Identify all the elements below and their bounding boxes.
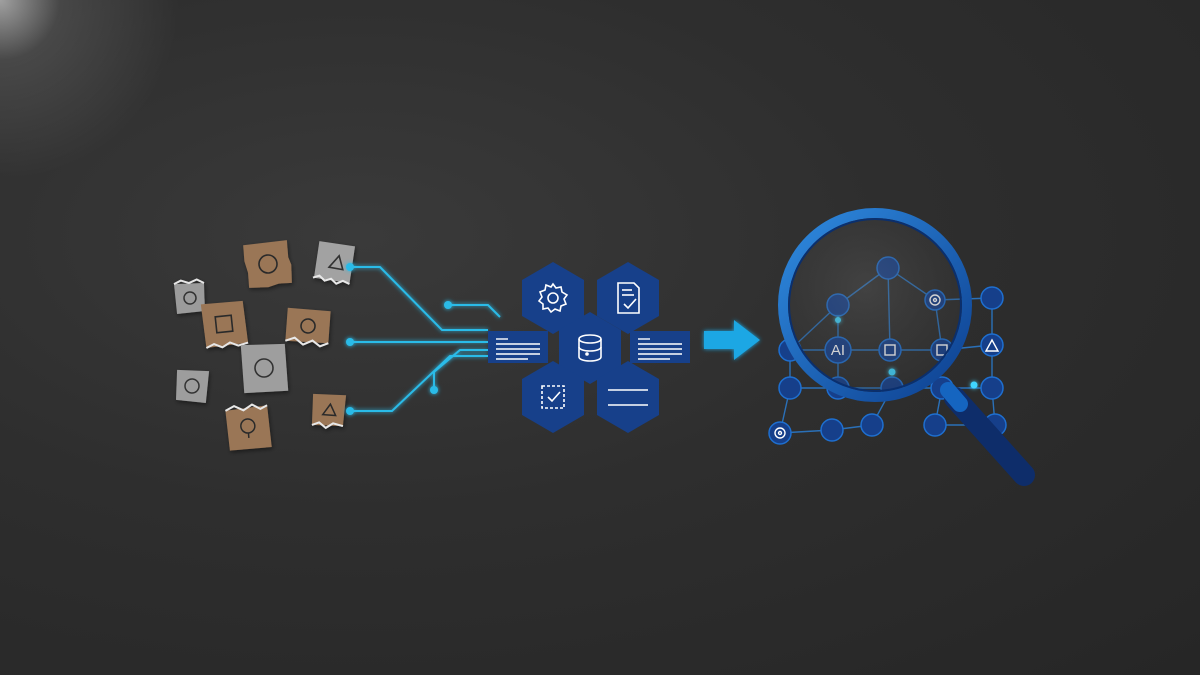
text-panel-left bbox=[488, 331, 548, 363]
hex-database bbox=[559, 312, 621, 384]
triangle-icon bbox=[984, 338, 1000, 352]
magnifier-neck bbox=[940, 382, 968, 412]
scrap-gray-triangle-1 bbox=[312, 241, 356, 285]
hex-document bbox=[597, 262, 659, 334]
scrap-brown-circle-2 bbox=[285, 307, 331, 348]
highlight-dot bbox=[970, 381, 978, 389]
magnifier-ring-inner bbox=[788, 218, 962, 392]
scrap-gray-circle-2 bbox=[240, 343, 289, 394]
graph-node bbox=[923, 413, 947, 437]
gear-icon bbox=[537, 282, 569, 314]
circuit-dot bbox=[346, 263, 354, 271]
checkbox-icon bbox=[541, 385, 565, 409]
document-check-icon bbox=[617, 282, 640, 314]
hex-lines bbox=[597, 361, 659, 433]
scrap-brown-triangle bbox=[311, 393, 347, 430]
arrow-right-icon bbox=[704, 320, 760, 360]
graph-node bbox=[980, 286, 1004, 310]
text-lines-icon bbox=[638, 338, 682, 360]
magnifier-ring bbox=[778, 208, 972, 402]
circuit-line-1 bbox=[350, 266, 488, 331]
scrap-gray-circle-3 bbox=[175, 369, 210, 404]
circuit-line-5 bbox=[350, 355, 488, 412]
circuit-lines bbox=[350, 266, 501, 412]
scrap-brown-bulb bbox=[224, 403, 272, 451]
text-panel-right bbox=[630, 331, 690, 363]
scrap-brown-circle-1 bbox=[243, 240, 292, 288]
magnifier-lens bbox=[785, 215, 965, 395]
scrap-brown-square bbox=[200, 300, 249, 349]
database-icon bbox=[578, 334, 602, 362]
circuit-dot bbox=[430, 386, 438, 394]
scrap-gray-circle-1 bbox=[173, 278, 205, 314]
circuit-line-2 bbox=[448, 304, 501, 318]
graph-node bbox=[820, 418, 844, 442]
hex-cluster bbox=[488, 262, 690, 433]
circuit-dot bbox=[444, 301, 452, 309]
target-icon bbox=[774, 427, 786, 439]
text-lines-icon bbox=[496, 338, 540, 360]
graph-node bbox=[768, 421, 792, 445]
circuit-dots bbox=[346, 263, 452, 415]
circuit-line-4 bbox=[433, 349, 488, 390]
paper-scraps bbox=[173, 240, 356, 451]
hex-gear bbox=[522, 262, 584, 334]
hex-checkbox bbox=[522, 361, 584, 433]
graph-node bbox=[980, 333, 1004, 357]
circuit-dot bbox=[346, 407, 354, 415]
circuit-dot bbox=[346, 338, 354, 346]
graph-node bbox=[778, 376, 802, 400]
horizontal-lines-icon bbox=[608, 389, 648, 406]
graph-node bbox=[980, 376, 1004, 400]
graph-node bbox=[860, 413, 884, 437]
magnifier-icon bbox=[778, 208, 1035, 486]
magnifier-handle bbox=[944, 387, 1035, 486]
